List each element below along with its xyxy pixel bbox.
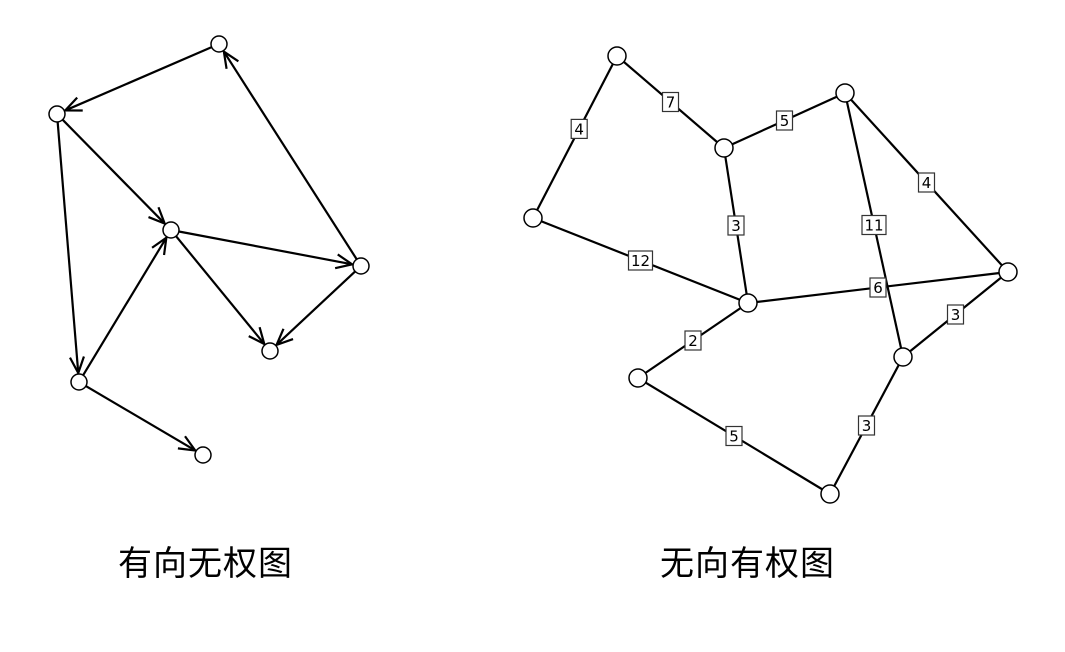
- node-P3: [835, 83, 855, 103]
- left-graph-caption: 有向无权图: [118, 544, 293, 584]
- edge-weight-text: 3: [731, 217, 741, 235]
- directed-edge-F-C: [82, 235, 168, 376]
- directed-edge-B-F: [56, 121, 85, 376]
- arrowhead: [69, 356, 85, 376]
- edge-weight-label: 6: [869, 277, 887, 298]
- arrowhead: [334, 253, 355, 270]
- edge-weight-text: 3: [862, 417, 872, 435]
- edge-weight-text: 6: [873, 279, 883, 297]
- node-A: [210, 35, 228, 53]
- directed-edge-C-D: [178, 230, 355, 270]
- arrowhead: [62, 96, 83, 112]
- node-C: [162, 221, 180, 239]
- right-graph-caption: 无向有权图: [660, 544, 835, 584]
- node-P9: [820, 484, 840, 504]
- edge-weight-label: 3: [857, 415, 876, 436]
- directed-edge-F-G: [85, 385, 198, 452]
- directed-edge-D-E: [274, 270, 356, 347]
- node-B: [48, 105, 66, 123]
- edge-weight-text: 2: [688, 332, 698, 350]
- edge-weight-label: 3: [727, 215, 745, 236]
- node-P1: [607, 46, 627, 66]
- node-E: [261, 342, 279, 360]
- arrowhead: [222, 49, 239, 70]
- node-G: [194, 446, 212, 464]
- edge-weight-text: 7: [666, 94, 676, 112]
- edge-weight-text: 5: [729, 428, 739, 446]
- edge-weight-text: 3: [951, 306, 961, 324]
- node-F: [70, 373, 88, 391]
- edge-weight-label: 3: [946, 304, 965, 325]
- edge-weight-text: 5: [780, 112, 790, 130]
- directed-edge-A-B: [62, 46, 213, 112]
- arrowhead: [274, 328, 294, 347]
- node-P2: [714, 138, 734, 158]
- node-D: [352, 257, 370, 275]
- node-P4: [523, 208, 543, 228]
- edge-weight-label: 5: [725, 425, 743, 447]
- arrowhead: [151, 235, 168, 256]
- node-P7: [628, 368, 648, 388]
- arrowhead: [177, 435, 198, 452]
- node-P8: [893, 347, 913, 367]
- edge-weight-label: 7: [661, 91, 680, 113]
- directed-edge-D-A: [222, 49, 358, 260]
- edge-weight-label: 11: [861, 214, 887, 236]
- edge-weight-text: 4: [922, 174, 932, 192]
- edge-weight-label: 4: [917, 172, 936, 193]
- edge-weight-label: 12: [627, 250, 654, 271]
- directed-edge-B-C: [61, 118, 167, 226]
- edge-weight-label: 5: [775, 110, 794, 131]
- node-P6: [998, 262, 1018, 282]
- edge-weight-text: 11: [864, 217, 883, 235]
- edge-weight-text: 12: [631, 252, 650, 270]
- edge-weight-text: 4: [574, 120, 584, 138]
- directed-edge-C-E: [175, 235, 267, 347]
- arrowhead: [148, 206, 167, 226]
- undirected-weighted-graph: 7 4 5 3 4 11 12 6 2 3 5 3: [523, 46, 1018, 504]
- arrowhead: [248, 326, 267, 347]
- directed-unweighted-graph: [48, 35, 370, 464]
- edge-weight-label: 4: [570, 118, 588, 140]
- node-P5: [738, 293, 758, 313]
- edge-weight-label: 2: [684, 330, 702, 351]
